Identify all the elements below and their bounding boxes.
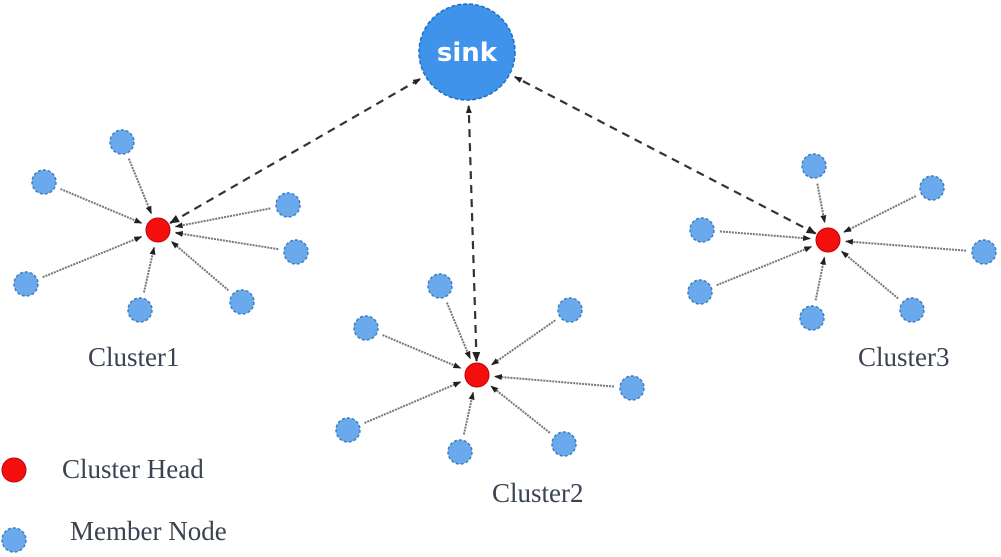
legend-member-node-icon: [1, 527, 27, 553]
sink-node: sink: [418, 3, 516, 101]
cluster3-member-node: [899, 297, 925, 323]
cluster1-sink-link: [169, 78, 422, 224]
cluster3-member-node: [919, 175, 945, 201]
cluster1-edge: [142, 246, 156, 293]
cluster1-head-node: [145, 217, 171, 243]
cluster2-member-node: [447, 439, 473, 465]
cluster1-edge: [174, 207, 271, 229]
cluster3-edge: [716, 245, 813, 287]
cluster1-label: Cluster1: [88, 342, 180, 372]
legend: Cluster Head Member Node: [1, 454, 227, 553]
cluster2-head-node: [464, 362, 490, 388]
cluster1-member-node: [109, 129, 135, 155]
cluster1-member-node: [229, 289, 255, 315]
nodes-layer: [13, 129, 997, 465]
cluster3-edge: [843, 195, 917, 233]
cluster1-member-node: [31, 169, 57, 195]
cluster2-edge: [490, 319, 556, 366]
cluster3-sink-link: [514, 75, 817, 235]
cluster2-edge: [490, 385, 551, 434]
cluster1-member-node: [127, 297, 153, 323]
cluster1-edge: [60, 188, 143, 224]
cluster3-edge: [841, 250, 899, 300]
cluster2-label: Cluster2: [492, 478, 584, 508]
cluster1-edge: [170, 240, 229, 292]
cluster2-edge: [462, 391, 475, 435]
cluster3-member-node: [801, 153, 827, 179]
cluster1-member-node: [275, 192, 301, 218]
cluster1-member-node: [283, 239, 309, 265]
sink-label: sink: [437, 38, 498, 68]
cluster2-member-node: [619, 375, 645, 401]
cluster2-member-node: [551, 431, 577, 457]
legend-cluster-head-label: Cluster Head: [62, 454, 204, 484]
edges-layer: [42, 75, 967, 435]
cluster3-member-node: [689, 217, 715, 243]
legend-member-node-label: Member Node: [70, 516, 227, 546]
cluster2-member-node: [335, 417, 361, 443]
cluster3-edge: [814, 256, 826, 301]
cluster2-edge: [493, 374, 615, 388]
cluster1-edge: [174, 230, 279, 251]
cluster2-member-node: [427, 273, 453, 299]
legend-cluster-head-icon: [1, 457, 27, 483]
cluster3-member-node: [971, 239, 997, 265]
cluster2-edge: [382, 334, 462, 369]
cluster3-label: Cluster3: [858, 342, 950, 372]
cluster2-edge: [364, 381, 462, 424]
cluster2-member-node: [353, 315, 379, 341]
cluster2-edge: [445, 302, 472, 360]
cluster3-edge: [844, 238, 967, 252]
cluster1-edge: [127, 158, 153, 215]
cluster3-member-node: [799, 305, 825, 331]
cluster3-member-node: [687, 279, 713, 305]
cluster1-member-node: [13, 271, 39, 297]
cluster1-edge: [42, 235, 143, 279]
cluster3-head-node: [815, 227, 841, 253]
cluster2-member-node: [557, 297, 583, 323]
sink-circle: [418, 3, 516, 101]
cluster3-edge: [816, 183, 827, 224]
cluster2-sink-link: [465, 104, 481, 363]
cluster3-edge: [719, 230, 812, 242]
